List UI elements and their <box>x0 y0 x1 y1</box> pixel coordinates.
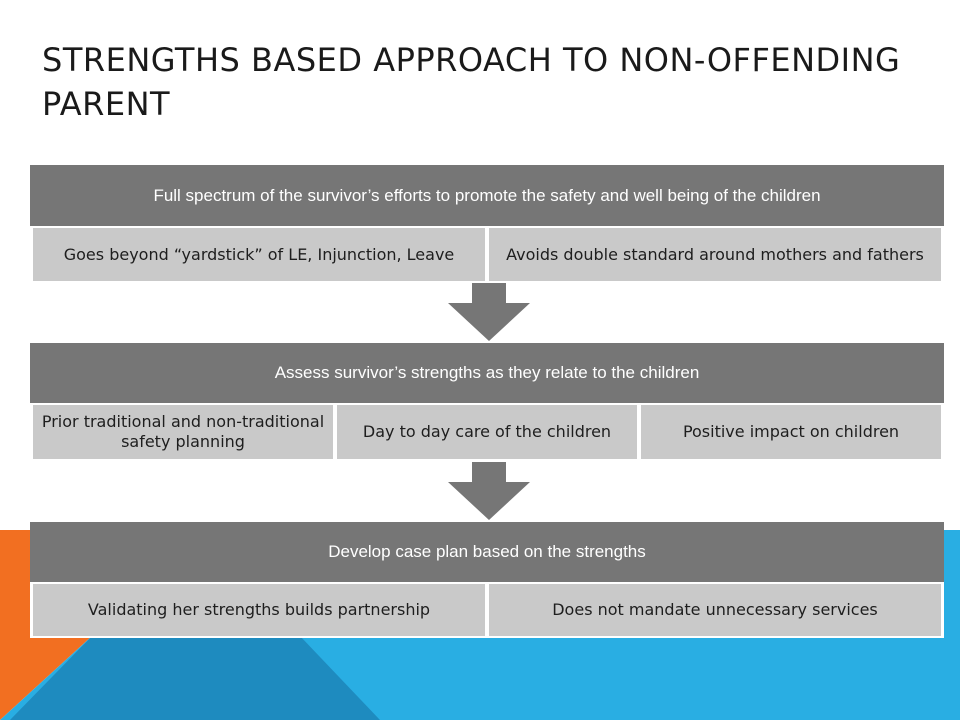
slide-title: Strengths Based Approach to Non-Offendin… <box>42 41 901 123</box>
block-items: Validating her strengths builds partners… <box>30 582 944 638</box>
block-item: Avoids double standard around mothers an… <box>487 226 943 283</box>
block-header: Assess survivor’s strengths as they rela… <box>30 343 944 403</box>
blue-accent-right <box>944 530 960 636</box>
block-item: Does not mandate unnecessary services <box>487 582 943 638</box>
down-arrow-icon <box>448 283 530 341</box>
diagram-block-2: Assess survivor’s strengths as they rela… <box>30 343 944 461</box>
block-items: Prior traditional and non-traditional sa… <box>30 403 944 461</box>
diagram-block-3: Develop case plan based on the strengths… <box>30 522 944 638</box>
down-arrow-icon <box>448 462 530 520</box>
block-item: Positive impact on children <box>639 403 943 461</box>
diagram-block-1: Full spectrum of the survivor’s efforts … <box>30 165 944 283</box>
dark-blue-accent-shape <box>10 636 380 720</box>
block-header: Full spectrum of the survivor’s efforts … <box>30 165 944 226</box>
block-items: Goes beyond “yardstick” of LE, Injunctio… <box>30 226 944 283</box>
block-item: Prior traditional and non-traditional sa… <box>31 403 335 461</box>
block-item: Goes beyond “yardstick” of LE, Injunctio… <box>31 226 487 283</box>
block-header: Develop case plan based on the strengths <box>30 522 944 582</box>
block-item: Validating her strengths builds partners… <box>31 582 487 638</box>
block-item: Day to day care of the children <box>335 403 639 461</box>
